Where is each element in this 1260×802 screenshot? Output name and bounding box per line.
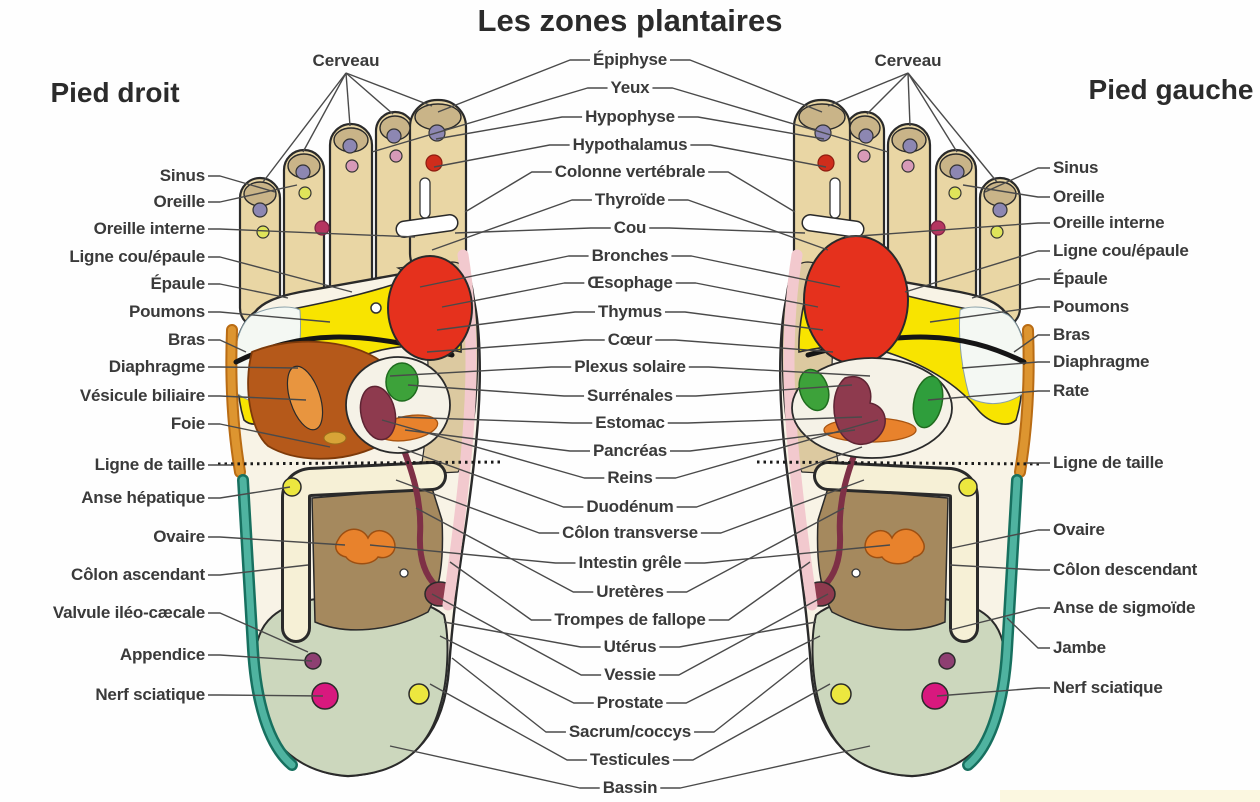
label-center-vessie: Vessie: [604, 665, 656, 684]
label-center-pancreas: Pancréas: [592, 441, 668, 460]
label-center-thyroide: Thyroïde: [594, 190, 666, 209]
gallbladder-zone: [286, 365, 324, 431]
label-right-oreille: Oreille: [1053, 187, 1105, 206]
label-left-diaphragme: Diaphragme: [108, 357, 205, 376]
heading-left-foot: Pied gauche: [1088, 74, 1254, 105]
label-right-oreille-interne: Oreille interne: [1053, 213, 1165, 232]
label-left-oreille-interne: Oreille interne: [93, 219, 206, 238]
label-center-bassin: Bassin: [602, 778, 658, 797]
right-foot-illustration: [231, 100, 480, 776]
spleen-zone: [912, 375, 944, 429]
label-right-sinus: Sinus: [1053, 158, 1099, 177]
label-center-hypothalamus: Hypothalamus: [572, 135, 688, 154]
label-center-sophage: Œsophage: [587, 273, 673, 292]
label-right-nerf-sciatique: Nerf sciatique: [1053, 678, 1163, 697]
label-right-ovaire: Ovaire: [1053, 520, 1105, 539]
leader-lines: [208, 59, 1050, 789]
label-left-sinus: Sinus: [159, 166, 205, 185]
label-center-uterus: Utérus: [603, 637, 657, 656]
label-left-epaule: Épaule: [150, 274, 205, 293]
waistline-dotted: [217, 460, 1043, 466]
organ-cluster-right-foot: [345, 356, 451, 454]
label-right-jambe: Jambe: [1053, 638, 1106, 657]
label-center-cou: Cou: [613, 218, 647, 237]
label-left-valvule-ileo-caecale: Valvule iléo-cæcale: [52, 603, 205, 622]
label-left-oreille: Oreille: [153, 192, 205, 211]
heart-zone: [387, 255, 473, 361]
label-left-poumons: Poumons: [128, 302, 205, 321]
label-left-appendice: Appendice: [119, 645, 205, 664]
label-right-diaphragme: Diaphragme: [1053, 352, 1150, 371]
label-center-epiphyse: Épiphyse: [593, 50, 667, 69]
label-center-prostate: Prostate: [596, 693, 664, 712]
label-center-hypophyse: Hypophyse: [585, 107, 675, 126]
page-title: Les zones plantaires: [477, 3, 783, 38]
label-center-colonne-vertebrale: Colonne vertébrale: [554, 162, 706, 181]
label-center-trompes-de-fallope: Trompes de fallope: [554, 610, 706, 629]
stomach-zone: [833, 375, 886, 445]
label-center-ureteres: Uretères: [596, 582, 664, 601]
background-strip: [1000, 790, 1260, 802]
label-center-surrenales: Surrénales: [587, 386, 673, 405]
label-right-poumons: Poumons: [1053, 297, 1130, 316]
label-left-colon-ascendant: Côlon ascendant: [71, 565, 205, 584]
label-right-rate: Rate: [1053, 381, 1090, 400]
label-left-ligne-cou-epaule: Ligne cou/épaule: [69, 247, 205, 266]
label-center-yeux: Yeux: [610, 78, 650, 97]
label-right-ligne-de-taille: Ligne de taille: [1053, 453, 1164, 472]
label-left-foie: Foie: [170, 414, 205, 433]
label-center-thymus: Thymus: [598, 302, 662, 321]
label-center-intestin-grele: Intestin grêle: [578, 553, 682, 572]
label-center-duodenum: Duodénum: [586, 497, 674, 516]
label-center-coeur: Cœur: [607, 330, 653, 349]
label-center-estomac: Estomac: [595, 413, 665, 432]
label-cerveau-right-foot: Cerveau: [312, 51, 380, 70]
heading-right-foot: Pied droit: [50, 77, 180, 108]
label-center-reins: Reins: [607, 468, 653, 487]
label-center-plexus-solaire: Plexus solaire: [574, 357, 686, 376]
label-left-anse-hepatique: Anse hépatique: [81, 488, 205, 507]
label-center-bronches: Bronches: [591, 246, 669, 265]
label-left-ovaire: Ovaire: [153, 527, 205, 546]
heart-zone: [803, 235, 909, 365]
label-center-sacrum-coccys: Sacrum/coccys: [568, 722, 692, 741]
label-right-bras: Bras: [1053, 325, 1091, 344]
label-cerveau-left-foot: Cerveau: [874, 51, 942, 70]
label-right-epaule: Épaule: [1053, 269, 1108, 288]
label-left-bras: Bras: [167, 330, 205, 349]
label-left-ligne-de-taille: Ligne de taille: [94, 455, 206, 474]
label-right-anse-de-sigmoide: Anse de sigmoïde: [1053, 598, 1196, 617]
label-center-testicules: Testicules: [590, 750, 670, 769]
label-left-vesicule-biliaire: Vésicule biliaire: [79, 386, 205, 405]
label-center-colon-transverse: Côlon transverse: [562, 523, 698, 542]
label-right-ligne-cou-epaule: Ligne cou/épaule: [1053, 241, 1189, 260]
label-left-nerf-sciatique: Nerf sciatique: [95, 685, 205, 704]
label-right-colon-descendant: Côlon descendant: [1053, 560, 1198, 579]
